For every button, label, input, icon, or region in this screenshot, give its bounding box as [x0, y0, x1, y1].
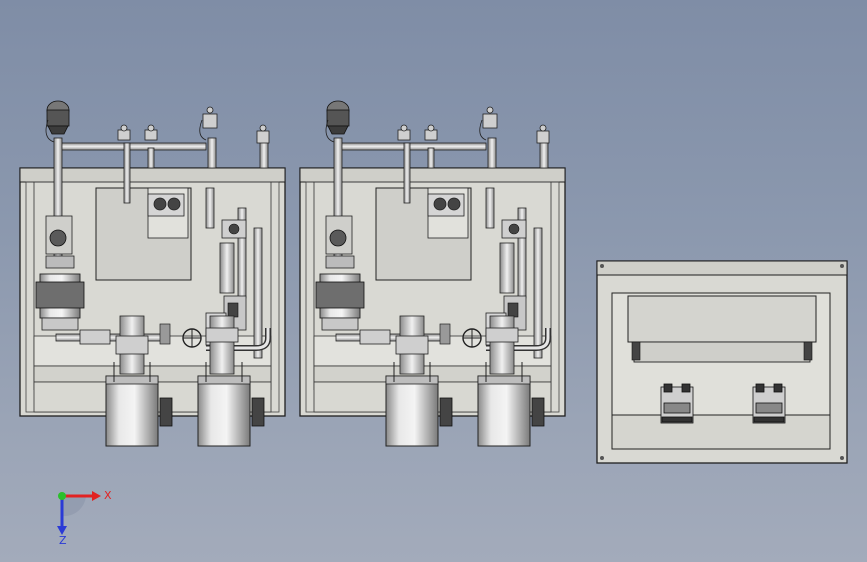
- y-axis-origin: [58, 492, 66, 500]
- front-view-right[interactable]: [300, 101, 565, 446]
- side-view[interactable]: [596, 260, 848, 464]
- triad-plane: [62, 496, 86, 517]
- front-view-left[interactable]: [20, 101, 285, 446]
- z-axis-arrow: [57, 496, 67, 535]
- x-axis-label: X: [104, 489, 112, 502]
- z-axis-label: Z: [59, 534, 67, 547]
- x-axis-arrow: [62, 491, 101, 501]
- reference-triad[interactable]: X Z: [57, 489, 112, 547]
